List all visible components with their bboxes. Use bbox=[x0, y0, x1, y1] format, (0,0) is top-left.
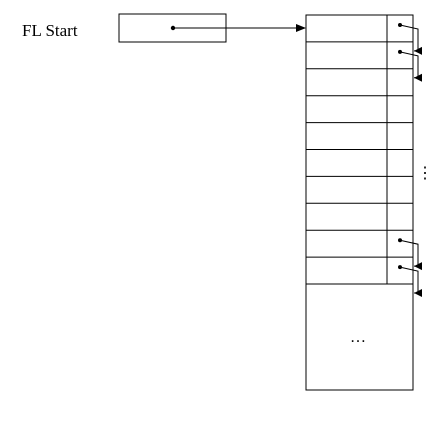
next-pointer-arrowhead bbox=[414, 262, 422, 271]
side-ellipsis: ⋮ bbox=[417, 165, 433, 182]
free-list-block bbox=[305, 14, 422, 297]
next-pointer-link bbox=[399, 24, 419, 52]
next-pointer-link bbox=[399, 51, 419, 79]
free-list-tail-cell bbox=[305, 283, 414, 391]
fl-start-label: FL Start bbox=[22, 21, 78, 40]
next-pointer-link bbox=[399, 266, 419, 294]
next-pointer-arrowhead bbox=[414, 46, 422, 55]
next-pointer-arrowhead bbox=[414, 289, 422, 297]
tail-ellipsis: … bbox=[350, 329, 366, 346]
next-pointer-link bbox=[399, 239, 419, 267]
next-pointer-arrowhead bbox=[414, 73, 422, 82]
